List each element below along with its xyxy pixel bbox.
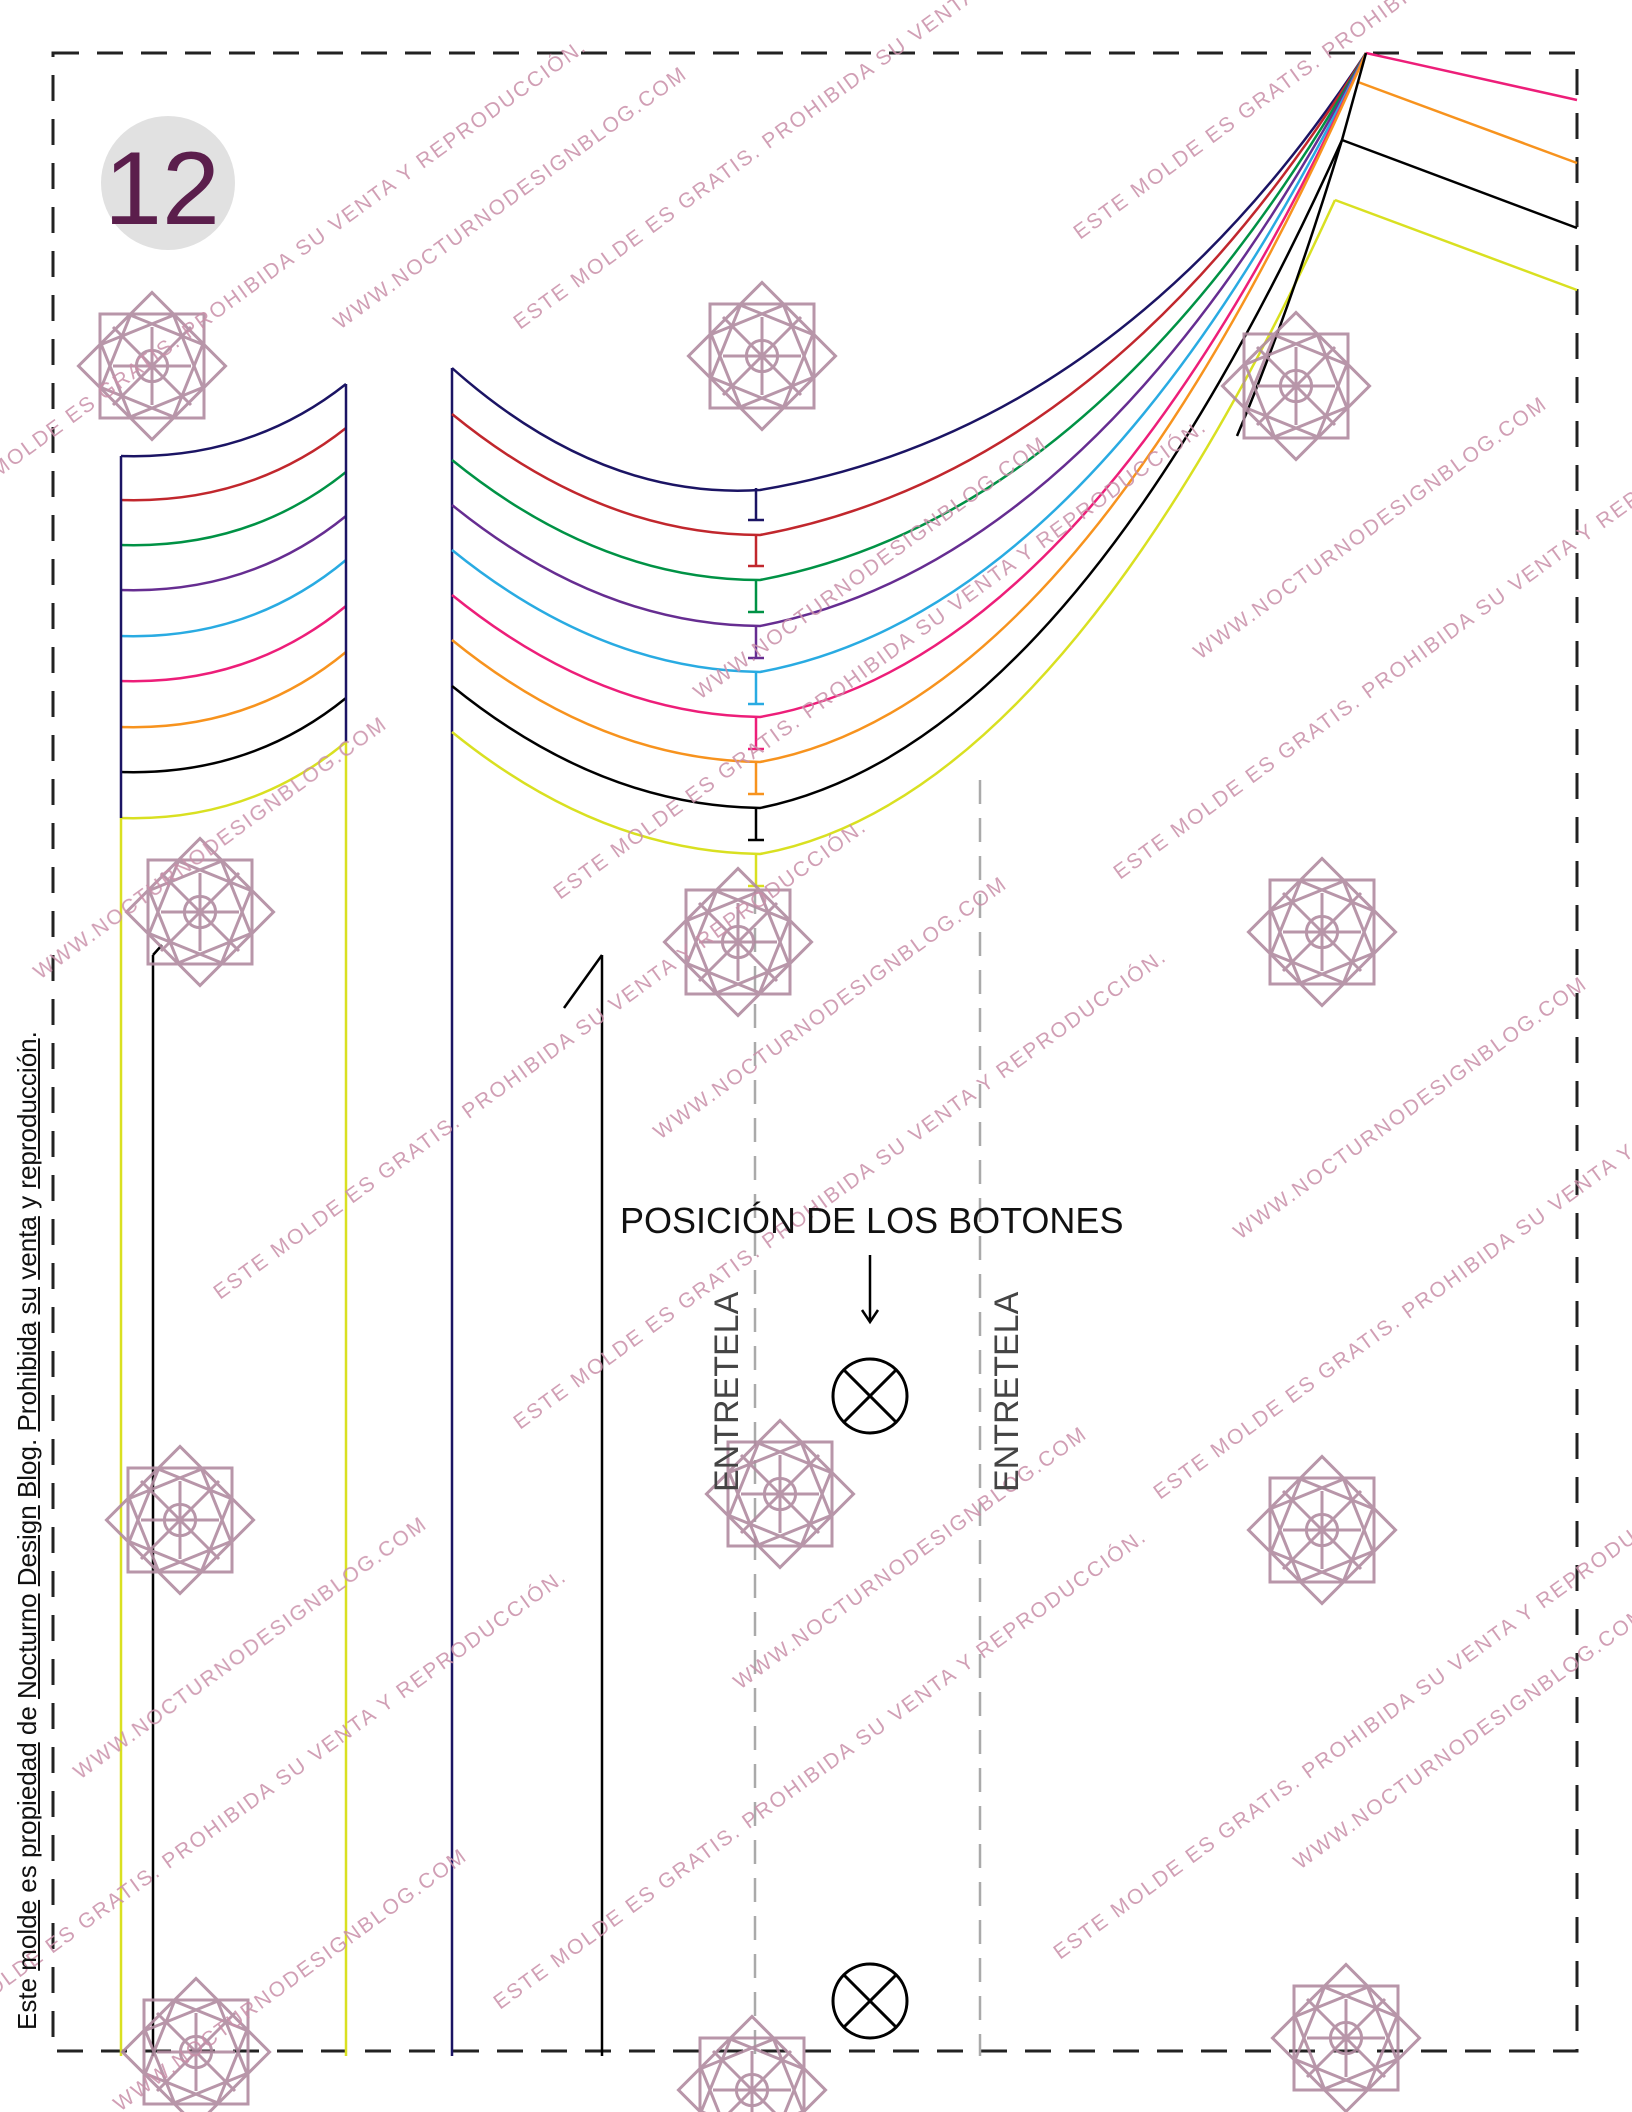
- ownership-note: Este molde es propiedad de Nocturno Desi…: [12, 1031, 42, 2030]
- neck-pink: [451, 52, 1368, 719]
- rosette-motif: [76, 290, 228, 442]
- watermark-text: ESTE MOLDE ES GRATIS. PROHIBIDA SU VENTA…: [1069, 0, 1632, 244]
- neck-yellow: [451, 199, 1337, 856]
- rosette-motif: [1246, 1454, 1398, 1606]
- strip-top-navy: [120, 383, 347, 458]
- interfacing-label-right: ENTRETELA: [988, 1291, 1026, 1492]
- neck-blue: [451, 52, 1368, 674]
- rosette-motif: [704, 1418, 856, 1570]
- shoulder-orange: [1357, 80, 1578, 165]
- rosette-motif: [1246, 856, 1398, 1008]
- watermark-text: ESTE MOLDE ES GRATIS. PROHIBIDA SU VENTA…: [549, 414, 1211, 904]
- size-notches: [748, 488, 764, 888]
- buttons-position-label: POSICIÓN DE LOS BOTONES: [620, 1200, 1124, 1241]
- interfacing-label-left: ENTRETELA: [708, 1291, 746, 1492]
- strip-line-purple: [120, 515, 347, 592]
- rosette-motif: [1220, 310, 1372, 462]
- neck-purple: [451, 52, 1368, 628]
- arrow-down-icon: [860, 1255, 880, 1325]
- strip-line-pink: [120, 605, 347, 683]
- shoulder-yellow: [1334, 198, 1578, 292]
- watermark-text: ESTE MOLDE ES GRATIS. PROHIBIDA SU VENTA…: [1109, 394, 1632, 884]
- rosette-motif: [124, 836, 276, 988]
- watermark-text: WWW.NOCTURNODESIGNBLOG.COM: [729, 1422, 1091, 1694]
- rosette-motif: [1270, 1962, 1422, 2112]
- neck-green: [451, 52, 1368, 582]
- strip-line-orange: [120, 651, 347, 729]
- page-number: 12: [104, 131, 220, 247]
- strip-line-yellow: [120, 741, 347, 820]
- watermark-text: WWW.NOCTURNODESIGNBLOG.COM: [109, 1844, 471, 2112]
- neck-navy: [451, 52, 1368, 492]
- page-number-badge: [101, 116, 235, 250]
- strip-line-blue: [120, 559, 347, 638]
- rosette-motif: [676, 2014, 828, 2112]
- neck-orange: [451, 52, 1368, 764]
- button-marker-1: [831, 1357, 909, 1435]
- left-strip: [119, 383, 348, 2056]
- front-piece: [450, 51, 1578, 2056]
- neck-red: [451, 52, 1368, 537]
- strip-line-black: [120, 697, 347, 774]
- shoulder-black: [1341, 138, 1578, 230]
- strip-line-green: [120, 471, 347, 547]
- watermark-text: WWW.NOCTURNODESIGNBLOG.COM: [69, 1512, 431, 1784]
- strip-line-red: [120, 427, 347, 502]
- cut-border: [51, 51, 1579, 2053]
- shoulder-pink: [1365, 51, 1578, 102]
- watermark-text: ESTE MOLDE ES GRATIS. PROHIBIDA SU VENTA…: [489, 1524, 1151, 2014]
- neck-black: [451, 139, 1344, 810]
- watermark-text: ESTE MOLDE ES GRATIS. PROHIBIDA SU VENTA…: [509, 0, 1171, 334]
- rosette-motif: [104, 1444, 256, 1596]
- watermark-text: ESTE MOLDE ES GRATIS. PROHIBIDA SU VENTA…: [1149, 1014, 1632, 1504]
- rosette-motif: [686, 280, 838, 432]
- watermark-text: WWW.NOCTURNODESIGNBLOG.COM: [29, 712, 391, 984]
- button-marker-2: [831, 1962, 909, 2040]
- rosette-motif: [120, 1976, 272, 2112]
- decorative-motifs: [76, 280, 1422, 2112]
- rosette-motif: [662, 866, 814, 1018]
